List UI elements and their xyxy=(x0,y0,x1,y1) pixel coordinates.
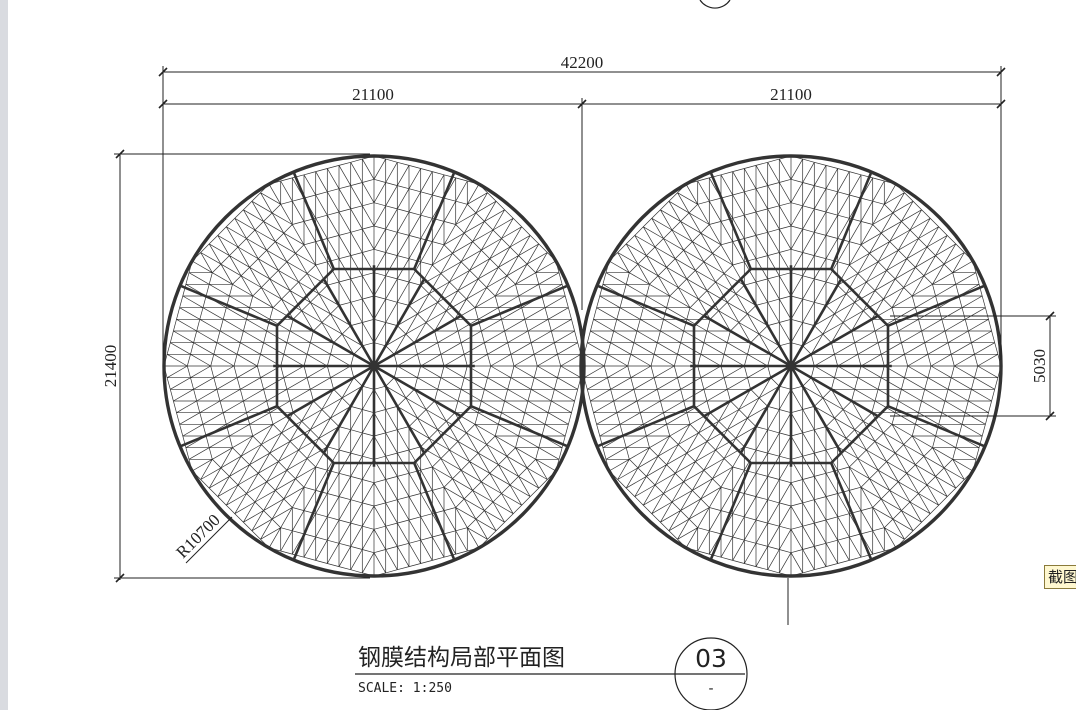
dimension-ticks xyxy=(115,67,1055,583)
dim-total-width: 42200 xyxy=(561,53,604,72)
drawing-number: 03 xyxy=(695,644,727,673)
outer-ring-beam xyxy=(579,154,1003,578)
drawing-number-circle xyxy=(674,637,748,710)
offscreen-callout-circle xyxy=(699,0,731,9)
drawing-title: 钢膜结构局部平面图 xyxy=(358,645,565,671)
inner-ring-beam xyxy=(275,267,473,465)
window-left-edge xyxy=(0,0,8,710)
dim-inner-offset: 5030 xyxy=(1030,349,1049,383)
dim-height: 21400 xyxy=(101,345,120,388)
dim-right-width: 21100 xyxy=(770,85,812,104)
dome-left xyxy=(162,154,586,578)
sheet-number: - xyxy=(708,681,713,697)
dimension-lines xyxy=(114,66,1056,625)
main-ribs xyxy=(179,171,569,561)
dome-right xyxy=(579,154,1003,578)
title-block: 钢膜结构局部平面图 SCALE: 1:250 03 - xyxy=(355,637,748,710)
screenshot-tooltip[interactable]: 截图 xyxy=(1044,565,1076,589)
main-ribs xyxy=(596,171,986,561)
drawing-scale: SCALE: 1:250 xyxy=(358,681,452,696)
inner-ring-beam xyxy=(692,267,890,465)
dim-radius: R10700 xyxy=(172,510,224,562)
dim-left-width: 21100 xyxy=(352,85,394,104)
